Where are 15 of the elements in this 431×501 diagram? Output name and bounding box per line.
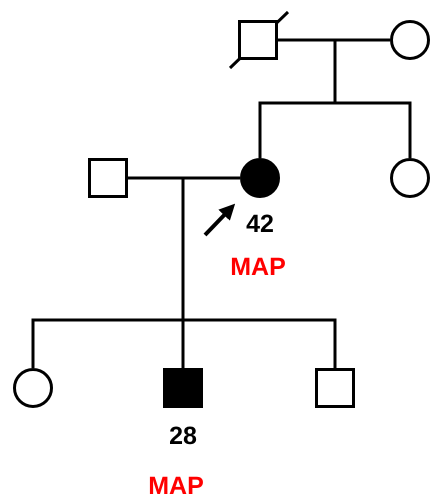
affected-female-symbol (240, 158, 280, 198)
female-symbol (390, 20, 430, 60)
female-symbol (13, 368, 53, 408)
male-symbol (315, 368, 355, 408)
diagnosis-label: MAP (148, 472, 204, 500)
male-symbol (88, 158, 128, 198)
descent-line (182, 176, 336, 368)
age-label: 28 (169, 422, 197, 450)
descent-line (334, 38, 412, 158)
age-label: 42 (246, 210, 274, 238)
female-symbol (390, 158, 430, 198)
proband-arrow (204, 204, 236, 236)
diagnosis-label: MAP (230, 253, 286, 281)
affected-male-symbol (163, 368, 203, 408)
male-symbol (238, 20, 278, 60)
